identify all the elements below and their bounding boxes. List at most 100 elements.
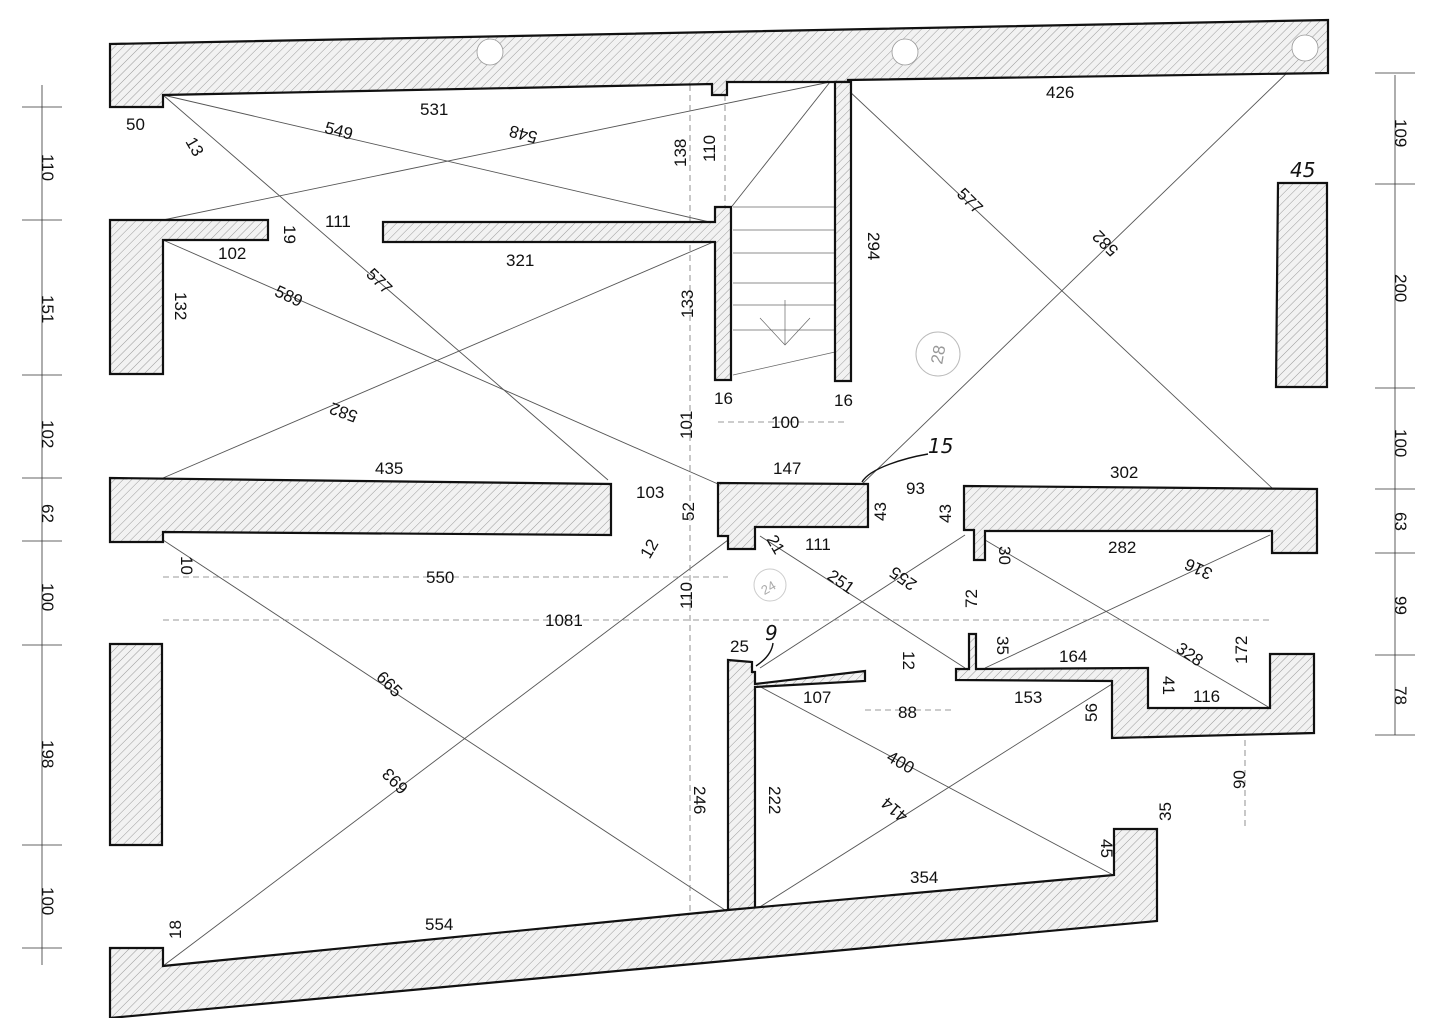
right-ruler-3: 100 — [1391, 429, 1410, 457]
upper-middle-wall — [381, 205, 733, 382]
dim-133: 133 — [678, 290, 697, 318]
dim-693: 693 — [378, 764, 411, 797]
handwritten-45: 45 — [1290, 158, 1315, 182]
dim-354: 354 — [910, 868, 938, 887]
dim-554: 554 — [425, 915, 453, 934]
stair-right-wall — [833, 80, 853, 383]
dim-582-mid: 582 — [327, 398, 360, 426]
dim-93: 93 — [906, 479, 925, 498]
binder-holes — [476, 34, 1319, 66]
dim-577-mid: 577 — [362, 264, 395, 297]
dim-246: 246 — [690, 786, 709, 814]
left-ruler-7: 100 — [38, 887, 57, 915]
right-ruler-4: 63 — [1391, 512, 1410, 531]
dim-147: 147 — [773, 459, 801, 478]
dim-1081: 1081 — [545, 611, 583, 630]
dim-435: 435 — [375, 459, 403, 478]
dim-43-left: 43 — [871, 502, 890, 521]
handwritten-9: 9 — [765, 621, 778, 645]
left-ruler-4: 62 — [38, 504, 57, 523]
dim-132: 132 — [171, 292, 190, 320]
dim-400: 400 — [884, 747, 918, 778]
dim-30: 30 — [995, 546, 1014, 565]
left-lower-pier — [108, 642, 164, 847]
diagonal-lines — [162, 69, 1291, 967]
lower-center-wall — [726, 658, 867, 912]
dim-316: 316 — [1182, 554, 1216, 583]
dim-12-lower: 12 — [899, 651, 918, 670]
dim-321: 321 — [506, 251, 534, 270]
dim-90: 90 — [1230, 770, 1249, 789]
dim-100-stair: 100 — [771, 413, 799, 432]
dim-302: 302 — [1110, 463, 1138, 482]
dim-531: 531 — [420, 100, 448, 119]
circle-note-24: 24 — [758, 578, 778, 598]
circle-note-28: 28 — [927, 344, 949, 366]
dim-52: 52 — [679, 502, 698, 521]
left-ruler-3: 102 — [38, 420, 57, 448]
dim-50: 50 — [126, 115, 145, 134]
left-ruler-5: 100 — [38, 583, 57, 611]
walls — [108, 18, 1330, 1018]
dim-111-top: 111 — [325, 212, 351, 231]
dim-56: 56 — [1082, 703, 1101, 722]
dim-16-left: 16 — [714, 389, 733, 408]
right-ruler-6: 78 — [1391, 686, 1410, 705]
right-ruler-5: 99 — [1391, 596, 1410, 615]
right-ruler: 109 200 100 63 99 78 — [1391, 119, 1410, 705]
dim-107: 107 — [803, 688, 831, 707]
dim-138: 138 — [671, 139, 690, 167]
dim-294: 294 — [864, 232, 883, 260]
dim-19: 19 — [280, 225, 299, 244]
upper-left-wall — [108, 218, 270, 376]
left-ruler: 110 151 102 62 100 198 100 — [38, 154, 57, 915]
dim-13: 13 — [182, 134, 208, 160]
dim-222: 222 — [765, 786, 784, 814]
dim-582-top: 582 — [1089, 226, 1122, 259]
dim-21: 21 — [763, 532, 789, 558]
dim-101: 101 — [677, 411, 696, 439]
left-ruler-1: 110 — [38, 154, 57, 181]
dim-35-mid: 35 — [993, 636, 1012, 655]
bottom-outer-wall — [108, 827, 1159, 1018]
dim-426: 426 — [1046, 83, 1074, 102]
dimension-lines — [22, 72, 1415, 965]
middle-center-wall — [716, 481, 870, 551]
right-upper-pier — [1274, 181, 1329, 389]
dim-548: 548 — [507, 121, 539, 147]
dim-25: 25 — [730, 637, 749, 656]
right-ruler-2: 200 — [1391, 274, 1410, 302]
dim-164: 164 — [1059, 647, 1087, 666]
dim-103: 103 — [636, 483, 664, 502]
dim-10: 10 — [177, 556, 196, 575]
dim-43-right: 43 — [936, 504, 955, 523]
lower-right-wall — [954, 632, 1316, 740]
dim-550: 550 — [426, 568, 454, 587]
middle-left-wall — [108, 476, 613, 544]
dim-45-low: 45 — [1097, 839, 1116, 858]
left-ruler-6: 198 — [38, 740, 57, 768]
dim-88: 88 — [898, 703, 917, 722]
dim-251: 251 — [824, 566, 858, 598]
dim-589: 589 — [272, 282, 306, 311]
dim-153: 153 — [1014, 688, 1042, 707]
handwritten-15: 15 — [928, 434, 953, 458]
middle-right-wall — [962, 484, 1319, 562]
dim-549: 549 — [323, 118, 355, 144]
dim-16-right: 16 — [834, 391, 853, 410]
dim-111-mid: 111 — [805, 535, 831, 554]
dim-282: 282 — [1108, 538, 1136, 557]
staircase — [732, 206, 836, 376]
left-ruler-2: 151 — [38, 295, 57, 323]
dim-35-low: 35 — [1156, 802, 1175, 821]
dim-665: 665 — [372, 667, 405, 700]
dim-41: 41 — [1159, 676, 1178, 695]
handwritten-annotations: 45 15 9 28 24 — [753, 158, 1315, 667]
dim-102: 102 — [218, 244, 246, 263]
dim-328: 328 — [1173, 639, 1207, 671]
right-ruler-1: 109 — [1391, 119, 1410, 147]
dim-577-top: 577 — [953, 184, 986, 217]
dim-414: 414 — [878, 793, 912, 826]
dim-172: 172 — [1232, 636, 1251, 664]
